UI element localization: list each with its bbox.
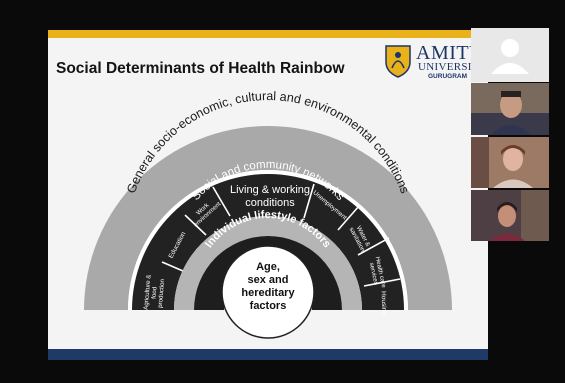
participant-video — [471, 190, 549, 241]
core-line-3: hereditary — [241, 287, 295, 299]
svg-text:Agriculture &: Agriculture & — [143, 273, 153, 310]
shared-slide: Social Determinants of Health Rainbow AM… — [48, 30, 488, 360]
amity-logo: AMITY UNIVERSITY GURUGRAM — [384, 42, 488, 86]
middle-band — [174, 216, 362, 310]
participant-tile[interactable] — [471, 190, 549, 241]
core-line-4: factors — [250, 300, 287, 312]
outer-band — [84, 126, 452, 310]
core-line-2: sex and — [248, 274, 289, 286]
core-line-1: Age, — [256, 261, 280, 273]
participant-tile[interactable] — [471, 137, 549, 188]
svg-text:production: production — [157, 278, 167, 308]
living-conditions-line1: Living & working — [230, 184, 310, 196]
living-conditions-line2: conditions — [245, 197, 295, 209]
amity-shield-icon — [385, 45, 411, 78]
participant-video — [471, 137, 549, 188]
participant-tile[interactable] — [471, 28, 549, 82]
slide-bottom-bar — [48, 349, 488, 360]
svg-text:Housing: Housing — [380, 291, 388, 315]
svg-text:food: food — [150, 286, 158, 299]
segment-housing: Housing — [380, 291, 388, 315]
logo-location: GURUGRAM — [428, 73, 467, 80]
inner-band — [194, 236, 342, 310]
user-avatar-icon — [491, 39, 529, 74]
segments-band — [132, 174, 404, 310]
participant-tile[interactable] — [471, 83, 549, 135]
rainbow-diagram: General socio-economic, cultural and env… — [84, 89, 452, 339]
svg-text:services: services — [368, 262, 380, 286]
logo-university: UNIVERSITY — [418, 61, 487, 73]
slide-top-accent-bar — [48, 30, 488, 38]
logo-wordmark: AMITY — [416, 42, 485, 64]
slide-title: Social Determinants of Health Rainbow — [56, 60, 345, 77]
participant-video — [471, 83, 549, 135]
segment-agriculture: Agriculture & food production — [143, 273, 167, 310]
core-circle — [221, 245, 315, 339]
